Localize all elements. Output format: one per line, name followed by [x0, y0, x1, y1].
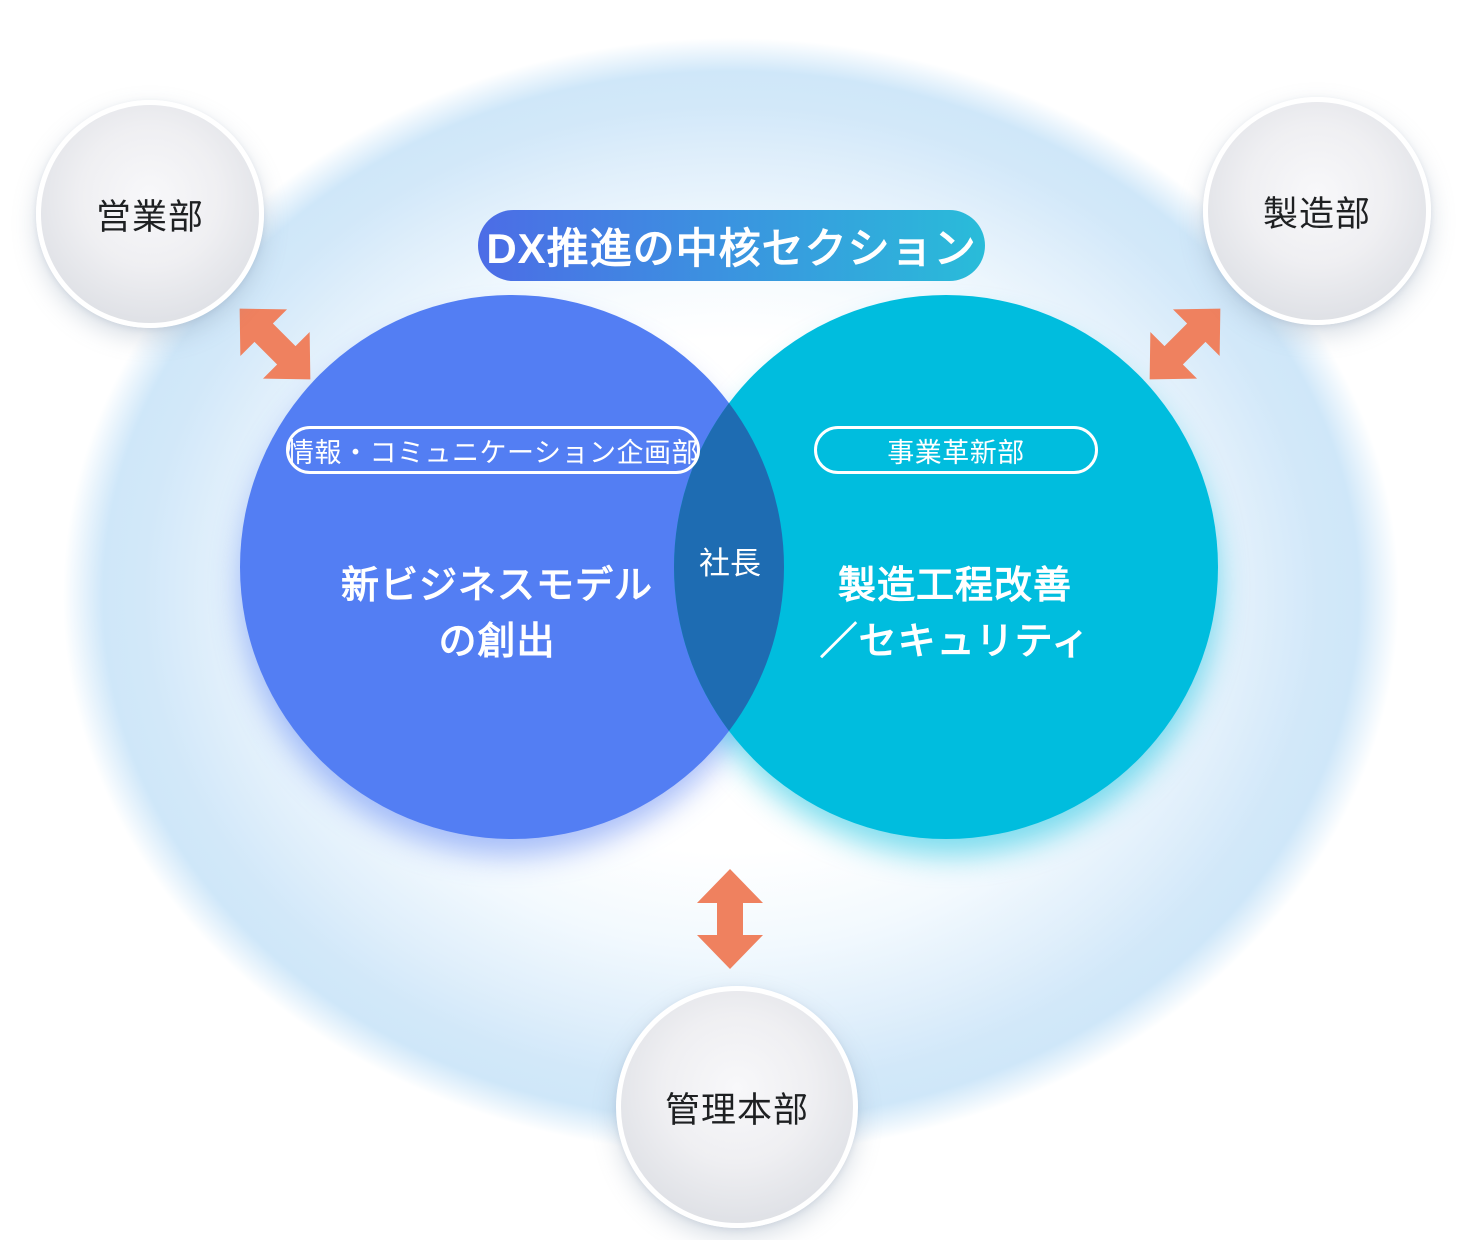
header-pill: DX推進の中核セクション [478, 210, 985, 281]
left-mission-line2: の創出 [438, 621, 556, 663]
double-arrow-manufacturing [1149, 308, 1221, 380]
double-arrow-sales [239, 308, 311, 380]
left-mission-line1: 新ビジネスモデル [340, 565, 653, 607]
satellite-admin-circle: 管理本部 [616, 986, 858, 1228]
right-mission-line2: ／セキュリティ [819, 621, 1091, 663]
left-venn-circle [240, 295, 784, 839]
right-department-label: 事業革新部 [887, 437, 1025, 468]
double-arrow-admin [697, 869, 763, 969]
left-circle-mission: 新ビジネスモデル の創出 [287, 558, 707, 670]
satellite-sales-circle: 営業部 [36, 100, 264, 328]
satellite-manufacturing-circle: 製造部 [1203, 97, 1431, 325]
right-circle-mission: 製造工程改善 ／セキュリティ [765, 558, 1145, 670]
satellite-admin-label: 管理本部 [664, 1090, 809, 1130]
left-department-pill: 情報・コミュニケーション企画部 [286, 426, 700, 474]
header-label: DX推進の中核セクション [486, 225, 977, 272]
left-department-label: 情報・コミュニケーション企画部 [287, 437, 699, 468]
right-mission-line1: 製造工程改善 [837, 565, 1072, 607]
satellite-sales-label: 営業部 [95, 197, 204, 237]
president-label: 社長 [699, 545, 761, 581]
right-department-pill: 事業革新部 [814, 426, 1098, 474]
venn-overlap-lens [673, 403, 785, 731]
satellite-manufacturing-label: 製造部 [1262, 194, 1371, 234]
